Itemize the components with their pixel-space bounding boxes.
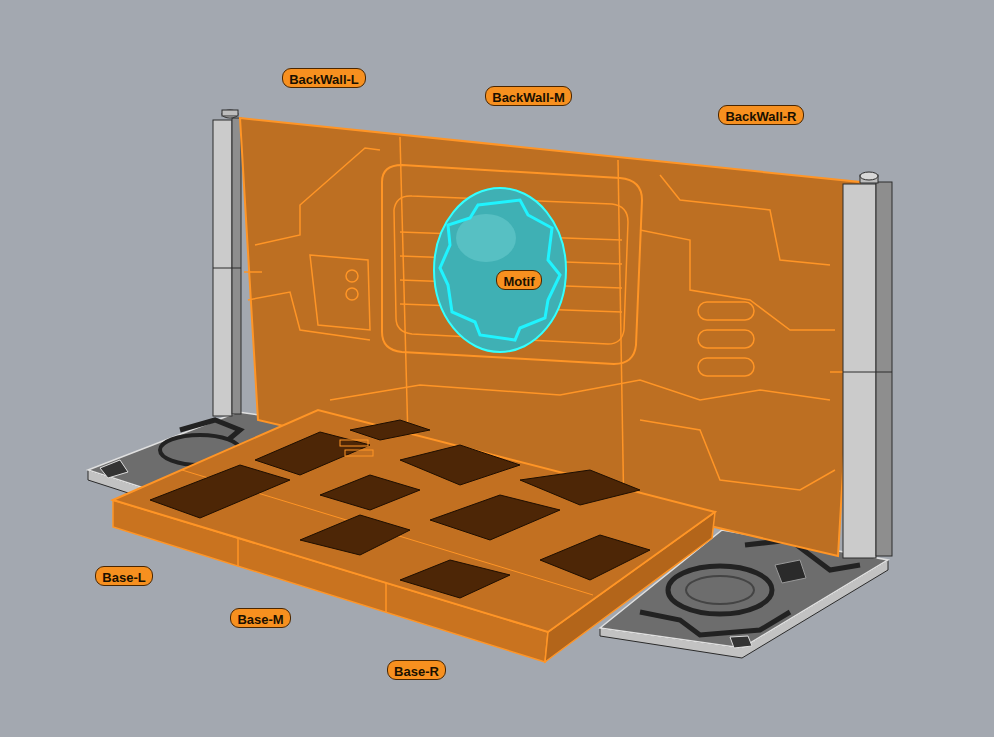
- motif-disc: [434, 188, 566, 352]
- part-name: Base-R: [394, 664, 439, 680]
- back-wall: [240, 118, 860, 556]
- part-name: BackWall-R: [725, 109, 796, 125]
- name-tag: Motif: [496, 270, 542, 290]
- name-tag: BackWall-R: [718, 105, 804, 125]
- name-tag: Base-L: [95, 566, 153, 586]
- name-tag: BackWall-L: [282, 68, 366, 88]
- part-name: Base-M: [237, 612, 283, 628]
- right-pillar: [843, 172, 892, 558]
- part-name: BackWall-L: [289, 72, 359, 88]
- name-tag: BackWall-M: [485, 86, 572, 106]
- name-tag: Base-M: [230, 608, 291, 628]
- orange-base: [113, 410, 715, 662]
- part-name: Base-L: [102, 570, 145, 586]
- name-tag: Base-R: [387, 660, 446, 680]
- part-name: BackWall-M: [492, 90, 564, 106]
- part-name: Motif: [503, 274, 534, 290]
- left-pillar: [213, 110, 241, 416]
